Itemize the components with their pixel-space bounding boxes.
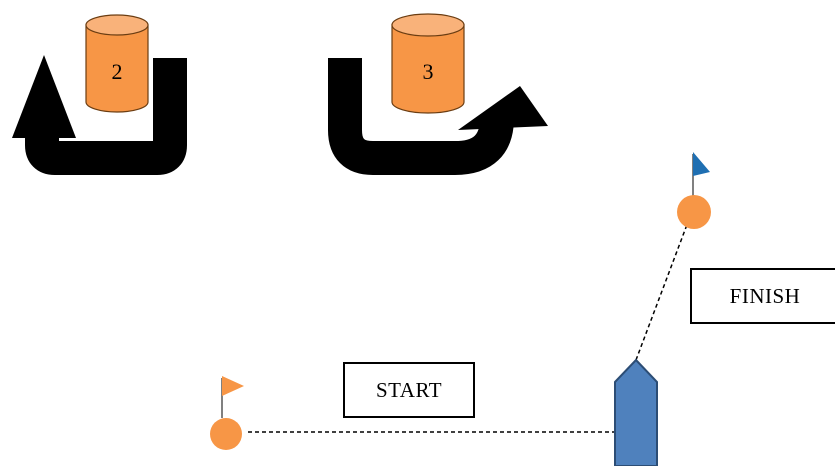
start-flag-marker-icon xyxy=(210,376,244,450)
finish-flag-marker-icon xyxy=(677,152,711,229)
buoy-3-number: 3 xyxy=(423,59,434,84)
start-label: START xyxy=(343,362,475,418)
finish-label: FINISH xyxy=(690,268,835,324)
buoy-2-icon: 2 xyxy=(85,14,149,113)
left-u-turn-arrow-icon xyxy=(12,55,187,175)
buoy-2-number: 2 xyxy=(112,59,123,84)
right-u-turn-arrow-icon xyxy=(328,58,548,175)
finish-line xyxy=(635,221,689,361)
buoy-3-icon: 3 xyxy=(391,13,465,114)
boat-icon xyxy=(614,358,658,466)
